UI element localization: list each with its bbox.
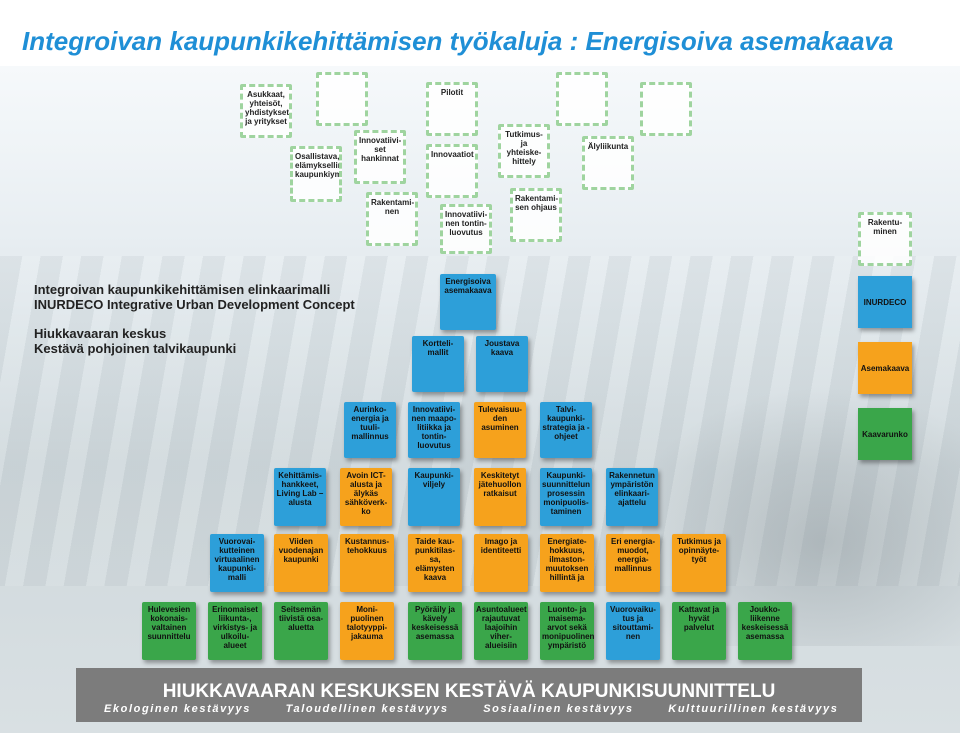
pyramid-box-avoin-ict: Avoin ICT-alusta ja älykäs sähköverk-ko xyxy=(340,468,392,526)
intro-text: Integroivan kaupunkikehittämisen elinkaa… xyxy=(34,282,355,356)
pyramid-box-viiden-vuodenajan: Viiden vuodenajan kaupunki xyxy=(274,534,328,592)
pyramid-box-palvelut: Kattavat ja hyvät palvelut xyxy=(672,602,726,660)
dashed-box-tontinluovutus: Innovatiivi-nen tontin-luovutus xyxy=(440,204,492,254)
dashed-box-empty-2 xyxy=(556,72,608,126)
pyramid-box-energisoiva-asemakaava: Energisoiva asemakaava xyxy=(440,274,496,330)
dashed-box-innovatiiviset-hankinnat: Innovatiivi-set hankinnat xyxy=(354,130,406,184)
pyramid-box-talotyyppijakauma: Moni-puolinen talotyyppi-jakauma xyxy=(340,602,394,660)
pyramid-box-pyoraily: Pyöräily ja kävely keskeisessä asemassa xyxy=(408,602,462,660)
pyramid-box-elinkaariajattelu: Rakennetun ympäristön elinkaari-ajattelu xyxy=(606,468,658,526)
pyramid-box-kaupunkisuunnittelu: Kaupunki-suunnittelun prosessin monipuol… xyxy=(540,468,592,526)
page-title: Integroivan kaupunkikehittämisen työkalu… xyxy=(22,26,894,56)
dashed-box-rakentaminen: Rakentami-nen xyxy=(366,192,418,246)
dashed-box-alyliikunta: Älyliikunta xyxy=(582,136,634,190)
pyramid-box-energiamuodot: Eri energia-muodot, energia-mallinnus xyxy=(606,534,660,592)
pyramid-box-kustannustehokkuus: Kustannus-tehokkuus xyxy=(340,534,394,592)
dashed-box-pilotit: Pilotit xyxy=(426,82,478,136)
banner-sub-ekologinen: Ekologinen kestävyys xyxy=(104,703,251,715)
intro-line-1: Integroivan kaupunkikehittämisen elinkaa… xyxy=(34,282,331,297)
dashed-box-innovaatiot: Innovaatiot xyxy=(426,144,478,198)
banner-sub-kulttuurillinen: Kulttuurillinen kestävyys xyxy=(668,703,839,715)
pyramid-box-kehittamishankkeet: Kehittämis-hankkeet, Living Lab – alusta xyxy=(274,468,326,526)
pyramid-box-asuntoalueet: Asuntoalueet rajautuvat laajoihin viher-… xyxy=(474,602,528,660)
pyramid-box-aurinkoenergia: Aurinko-energia ja tuuli-mallinnus xyxy=(344,402,396,458)
pyramid-box-hulevedet: Hulevesien kokonais-valtainen suunnittel… xyxy=(142,602,196,660)
banner-sub-taloudellinen: Taloudellinen kestävyys xyxy=(285,703,449,715)
pyramid-box-luontoarvot: Luonto- ja maisema-arvot sekä monipuolin… xyxy=(540,602,594,660)
legend-asemakaava: Asemakaava xyxy=(858,342,912,394)
banner-sub-sosiaalinen: Sosiaalinen kestävyys xyxy=(483,703,634,715)
pyramid-box-talvikaupunki: Talvi-kaupunki-strategia ja -ohjeet xyxy=(540,402,592,458)
pyramid-box-imago: Imago ja identiteetti xyxy=(474,534,528,592)
banner-title: HIUKKAVAARAN KESKUKSEN KESTÄVÄ KAUPUNKIS… xyxy=(162,681,776,702)
legend-kaavarunko: Kaavarunko xyxy=(858,408,912,460)
banner-subtitles: Ekologinen kestävyys Taloudellinen kestä… xyxy=(104,703,869,715)
dashed-box-asukkaat: Asukkaat, yhteisöt, yhdistykset ja yrity… xyxy=(240,84,292,138)
pyramid-box-vuorovaikutus: Vuorovaiku-tus ja sitouttami-nen xyxy=(606,602,660,660)
pyramid-box-jatehuolto: Keskitetyt jätehuollon ratkaisut xyxy=(474,468,526,526)
pyramid-box-joukkoliikenne: Joukko-liikenne keskeisessä asemassa xyxy=(738,602,792,660)
pyramid-box-tutkimus: Tutkimus ja opinnäyte-työt xyxy=(672,534,726,592)
pyramid-box-tulevaisuuden-asuminen: Tulevaisuu-den asuminen xyxy=(474,402,526,458)
pyramid-box-korttelimallit: Kortteli-mallit xyxy=(412,336,464,392)
pyramid-box-joustava-kaava: Joustava kaava xyxy=(476,336,528,392)
pyramid-box-virtuaalinen-kaupunkimalli: Vuorovai-kutteinen virtuaalinen kaupunki… xyxy=(210,534,264,592)
pyramid-box-liikunta: Erinomaiset liikunta-, virkistys- ja ulk… xyxy=(208,602,262,660)
intro-line-2: INURDECO Integrative Urban Development C… xyxy=(34,297,355,312)
dashed-box-osallistava: Osallistava, elämyksellinen kaupunkiympä… xyxy=(290,146,342,202)
pyramid-box-osa-alueet: Seitsemän tiivistä osa-aluetta xyxy=(274,602,328,660)
pyramid-box-kaupunkiviljely: Kaupunki-viljely xyxy=(408,468,460,526)
dashed-box-rakentamisen-ohjaus: Rakentami-sen ohjaus xyxy=(510,188,562,242)
legend-inurdeco: INURDECO xyxy=(858,276,912,328)
dashed-box-tutkimus: Tutkimus- ja yhteiske-hittely xyxy=(498,124,550,178)
dashed-box-empty-3 xyxy=(640,82,692,136)
bottom-banner: HIUKKAVAARAN KESKUKSEN KESTÄVÄ KAUPUNKIS… xyxy=(76,668,862,722)
pyramid-box-maapolitiikka: Innovatiivi-nen maapo-litiikka ja tontin… xyxy=(408,402,460,458)
intro-line-4: Kestävä pohjoinen talvikaupunki xyxy=(34,341,237,356)
pyramid-box-taide: Taide kau-punkitilas-sa, elämysten kaava xyxy=(408,534,462,592)
dashed-box-empty-1 xyxy=(316,72,368,126)
intro-line-3: Hiukkavaaran keskus xyxy=(34,326,167,341)
dashed-box-rakentuminen: Rakentu-minen xyxy=(858,212,912,266)
pyramid-box-energiatehokkuus: Energiate-hokkuus, ilmaston-muutoksen hi… xyxy=(540,534,594,592)
